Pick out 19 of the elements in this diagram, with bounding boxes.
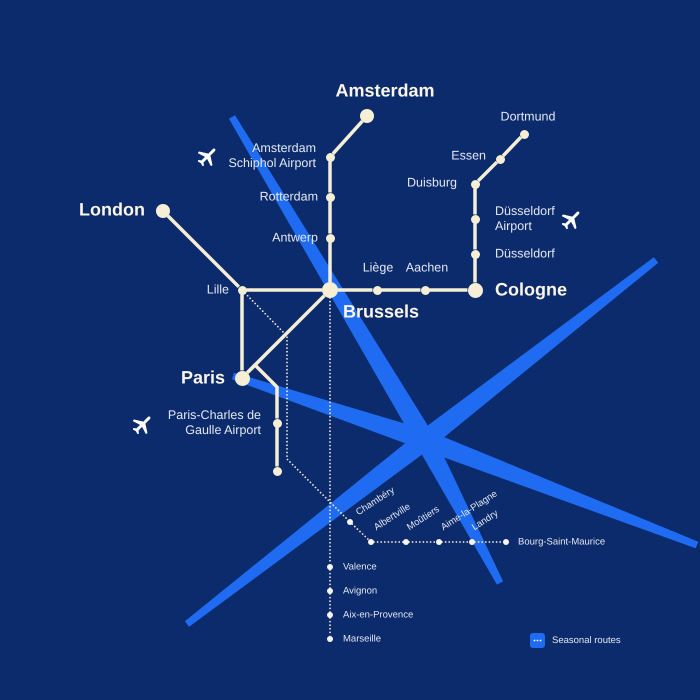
station-label: Valence [343, 562, 377, 572]
station-label: Cologne [495, 280, 567, 300]
station-label: Lille [206, 282, 229, 298]
station-label: Aix-en-Provence [343, 610, 414, 620]
station-label: Amsterdam [335, 80, 435, 102]
station-label: Bourg-Saint-Maurice [518, 536, 606, 548]
station-label: Paris-Charles de Gaulle Airport [166, 408, 261, 438]
station-label: Duisburg [406, 176, 457, 190]
station-label: Aachen [406, 260, 448, 276]
legend-label: Seasonal routes [552, 634, 621, 646]
station-label: Liège [362, 260, 394, 276]
station-label: Avignon [343, 586, 378, 596]
station-label: Paris [180, 368, 225, 388]
station-label: Düsseldorf [495, 246, 555, 262]
station-label: London [79, 200, 145, 220]
station-label: Essen [451, 148, 486, 164]
station-label: Düsseldorf Airport [495, 204, 556, 234]
station-label: Marseille [343, 634, 382, 644]
station-label: Dortmund [500, 110, 556, 124]
